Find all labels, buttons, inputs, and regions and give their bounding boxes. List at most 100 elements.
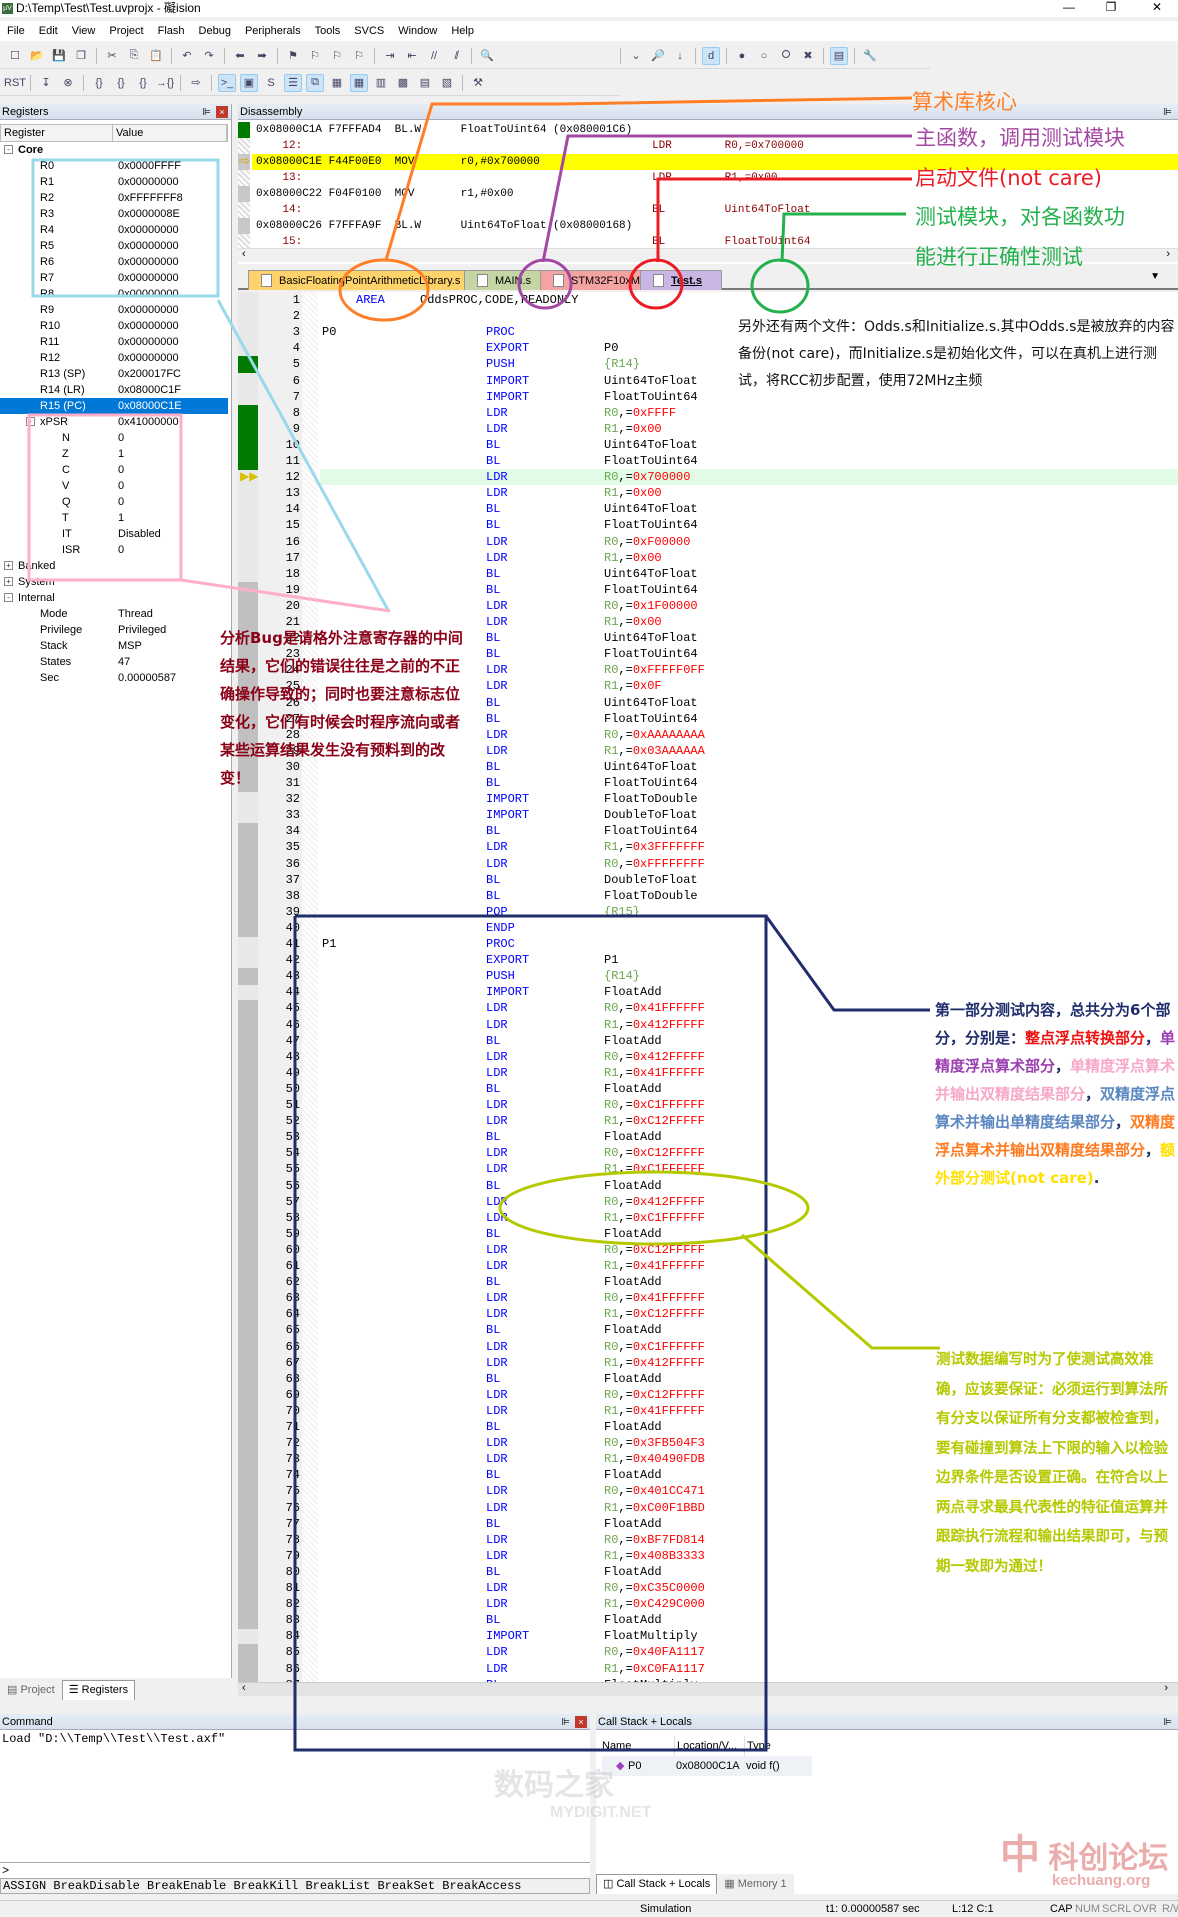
- register-value[interactable]: 0x00000000: [118, 288, 179, 300]
- register-value[interactable]: 0x200017FC: [118, 368, 181, 380]
- register-value[interactable]: 0x0000FFFF: [118, 160, 181, 172]
- bookmark-clear-icon[interactable]: ⚐: [354, 50, 364, 62]
- register-value[interactable]: 0xFFFFFFF8: [118, 192, 183, 204]
- register-value[interactable]: 47: [118, 656, 131, 668]
- register-value[interactable]: 0x00000000: [118, 320, 179, 332]
- pin-icon[interactable]: ⊫: [202, 107, 211, 118]
- register-row[interactable]: R14 (LR)0x08000C1F: [0, 382, 228, 398]
- menu-tools[interactable]: Tools: [314, 25, 341, 37]
- tab-memory[interactable]: ▦ Memory 1: [717, 1874, 794, 1894]
- step-into-icon[interactable]: {}: [95, 76, 103, 89]
- bookmark-next-icon[interactable]: ⚐: [332, 50, 342, 62]
- editor-tab-basicfloatingpointarithmeticlibrary-s[interactable]: BasicFloatingPointArithmeticLibrary.s: [248, 270, 482, 290]
- disassembly-window-icon[interactable]: ▣: [240, 73, 258, 92]
- register-value[interactable]: 0: [118, 464, 125, 476]
- run-to-cursor-icon[interactable]: →{}: [155, 76, 175, 89]
- register-row[interactable]: R15 (PC)0x08000C1E: [0, 398, 228, 414]
- breakpoint-disable-icon[interactable]: ○: [760, 49, 768, 62]
- register-value[interactable]: 0: [118, 480, 125, 492]
- tab-registers[interactable]: ☰ Registers: [61, 1680, 136, 1700]
- collapse-icon[interactable]: -: [4, 593, 13, 602]
- analysis-windows-icon[interactable]: ▩: [397, 77, 409, 89]
- register-value[interactable]: 0x00000000: [118, 256, 179, 268]
- tab-project[interactable]: ▤ Project: [0, 1680, 62, 1700]
- tab-list-dropdown-icon[interactable]: ▼: [1150, 271, 1160, 282]
- register-value[interactable]: MSP: [118, 640, 142, 652]
- save-all-icon[interactable]: ❐: [76, 50, 86, 62]
- copy-icon[interactable]: ⎘: [129, 49, 139, 61]
- bookmark-prev-icon[interactable]: ⚐: [310, 50, 320, 62]
- menu-help[interactable]: Help: [451, 25, 474, 37]
- menu-peripherals[interactable]: Peripherals: [244, 25, 301, 37]
- register-value[interactable]: 0x00000000: [118, 176, 179, 188]
- watch-windows-icon[interactable]: ▦: [331, 77, 343, 89]
- register-value[interactable]: 0x00000000: [118, 352, 179, 364]
- group-internal[interactable]: Internal-: [0, 590, 228, 606]
- close-icon[interactable]: ×: [216, 106, 228, 118]
- save-icon[interactable]: 💾: [52, 50, 66, 62]
- register-value[interactable]: 0: [118, 432, 125, 444]
- nav-back-icon[interactable]: ⬅: [235, 50, 245, 62]
- disassembly-source-line[interactable]: 12: LDR R0,=0x700000: [256, 140, 804, 152]
- command-window-icon[interactable]: >_: [218, 73, 236, 92]
- scroll-left-icon[interactable]: ‹: [242, 1682, 246, 1694]
- register-value[interactable]: 0x00000000: [118, 240, 179, 252]
- minimize-button[interactable]: —: [1063, 0, 1075, 14]
- disassembly-source-line[interactable]: 13: LDR R1,=0x00: [256, 172, 778, 184]
- register-value[interactable]: 0x00000000: [118, 272, 179, 284]
- group-core[interactable]: Core-: [0, 142, 228, 158]
- register-value[interactable]: 0: [118, 496, 125, 508]
- indent-icon[interactable]: ⇥: [385, 50, 395, 62]
- scroll-right-icon[interactable]: ›: [1164, 1682, 1168, 1694]
- callstack-row[interactable]: ◆P0 0x08000C1A void f(): [602, 1756, 812, 1776]
- register-value[interactable]: 0x08000C1E: [118, 400, 182, 412]
- breakpoint-insert-icon[interactable]: ●: [738, 49, 746, 62]
- collapse-icon[interactable]: -: [4, 145, 13, 154]
- close-button[interactable]: ✕: [1151, 0, 1163, 14]
- register-value[interactable]: Thread: [118, 608, 153, 620]
- register-value[interactable]: 0x00000000: [118, 224, 179, 236]
- comment-icon[interactable]: //: [430, 49, 438, 62]
- cut-icon[interactable]: ✂: [107, 50, 117, 62]
- disassembly-instruction[interactable]: 0x08000C22 F04F0100 MOV r1,#0x00: [256, 188, 514, 200]
- register-value[interactable]: 0x00000000: [118, 304, 179, 316]
- register-value[interactable]: 0: [118, 544, 125, 556]
- expand-icon[interactable]: +: [4, 577, 13, 586]
- register-value[interactable]: 0x0000008E: [118, 208, 180, 220]
- menu-flash[interactable]: Flash: [157, 25, 185, 37]
- trace-windows-icon[interactable]: ▤: [419, 77, 431, 89]
- run-icon[interactable]: ↧: [41, 77, 51, 89]
- stop-icon[interactable]: ⊗: [63, 77, 73, 89]
- show-next-statement-icon[interactable]: ⇨: [191, 77, 201, 89]
- disassembly-source-line[interactable]: 14: BL Uint64ToFloat: [256, 204, 811, 216]
- debug-session-icon[interactable]: d: [702, 46, 720, 65]
- menu-debug[interactable]: Debug: [198, 25, 231, 37]
- group-banked[interactable]: Banked+: [0, 558, 228, 574]
- scroll-right-icon[interactable]: ›: [1166, 248, 1170, 260]
- pin-icon[interactable]: ⊫: [1163, 107, 1172, 118]
- call-stack-window-icon[interactable]: ⧉: [306, 73, 324, 92]
- column-value[interactable]: Value: [113, 125, 227, 141]
- window-layout-icon[interactable]: ▤: [830, 46, 848, 65]
- symbols-window-icon[interactable]: S: [267, 76, 275, 89]
- register-value[interactable]: 0x41000000: [118, 416, 179, 428]
- memory-windows-icon[interactable]: ▦: [350, 73, 368, 92]
- disassembly-instruction[interactable]: 0x08000C1A F7FFFAD4 BL.W FloatToUint64 (…: [256, 124, 633, 136]
- reset-icon[interactable]: RST: [4, 76, 26, 89]
- find-in-files-icon[interactable]: 🔍: [480, 50, 494, 62]
- column-register[interactable]: Register: [1, 125, 113, 141]
- pin-icon[interactable]: ⊫: [1163, 1717, 1172, 1728]
- menu-svcs[interactable]: SVCS: [354, 25, 385, 37]
